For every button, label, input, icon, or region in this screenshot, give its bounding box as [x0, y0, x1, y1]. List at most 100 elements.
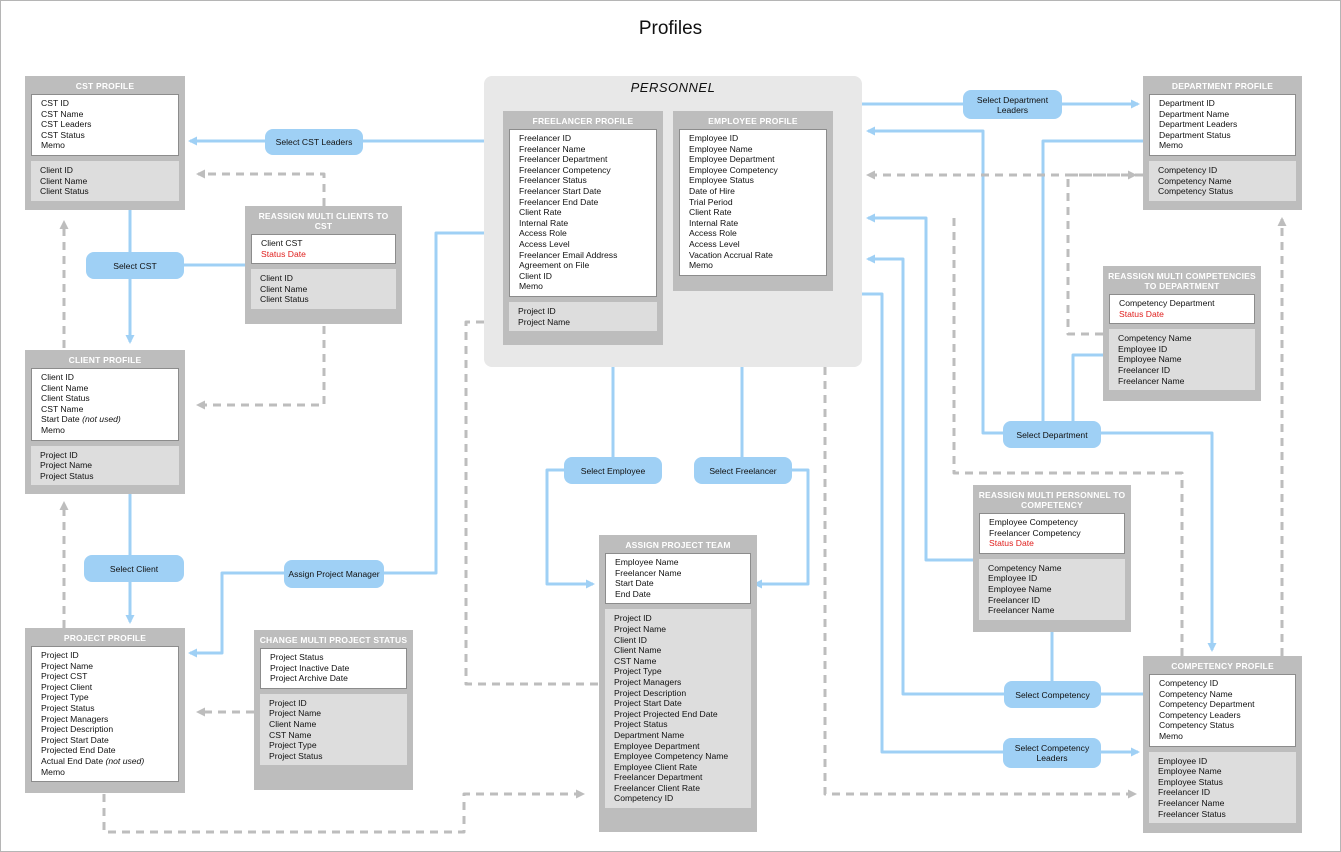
assign-project-team-title: ASSIGN PROJECT TEAM: [625, 540, 731, 550]
field: Freelancer Status: [519, 175, 587, 186]
field: Client Name: [614, 645, 662, 656]
project-profile-box: PROJECT PROFILE Project ID Project Name …: [25, 628, 185, 793]
field: Employee Competency: [989, 517, 1078, 527]
field: Access Level: [689, 238, 740, 249]
field: Project Managers: [614, 676, 682, 687]
field: Employee Status: [1158, 776, 1223, 787]
department-profile-title: DEPARTMENT PROFILE: [1171, 81, 1274, 91]
field: Project Type: [269, 740, 317, 751]
field: Projected End Date: [41, 745, 116, 756]
field-note: (not used): [82, 414, 121, 425]
competency-profile-box: COMPETENCY PROFILE Competency ID Compete…: [1143, 656, 1302, 833]
field: Department Status: [1159, 129, 1231, 140]
project-profile-title: PROJECT PROFILE: [63, 633, 147, 643]
field: Client ID: [519, 270, 552, 281]
field: Project Description: [41, 724, 114, 735]
field: Employee Name: [615, 557, 679, 567]
reassign-clients-box: REASSIGN MULTI CLIENTS TO CST Client CST…: [245, 206, 402, 324]
field: Project Archive Date: [270, 673, 348, 684]
client-profile-related: Project ID Project Name Project Status: [31, 445, 179, 486]
field: Memo: [41, 424, 65, 435]
field: Competency ID: [614, 793, 674, 804]
field: Project Status: [614, 719, 668, 730]
dash-reassign-comp-to-department: [1066, 170, 1137, 336]
assign-project-team-box: ASSIGN PROJECT TEAM Employee Name Freela…: [599, 535, 757, 832]
assign-project-manager-action: Assign Project Manager: [284, 560, 384, 588]
personnel-title: PERSONNEL: [630, 80, 716, 95]
field: Project Start Date: [614, 698, 682, 709]
cst-profile-related: Client ID Client Name Client Status: [31, 160, 179, 201]
field: Employee Name: [1118, 354, 1182, 365]
field: Project Inactive Date: [270, 662, 350, 673]
field: Freelancer Name: [519, 143, 586, 154]
field: Internal Rate: [519, 217, 569, 228]
field: Project ID: [614, 613, 652, 624]
field: Freelancer Department: [519, 154, 608, 165]
field-status-date: Status Date: [1119, 308, 1164, 319]
page-title: Profiles: [638, 18, 703, 39]
field: Client Rate: [519, 207, 562, 218]
field-note: (not used): [105, 755, 145, 766]
client-profile-fields: Client ID Client Name Client Status CST …: [31, 368, 179, 441]
field: Freelancer ID: [1118, 364, 1171, 375]
employee-profile-box: EMPLOYEE PROFILE Employee ID Employee Na…: [673, 111, 833, 291]
field: Client ID: [614, 634, 647, 645]
dash-team-to-personnel: [464, 317, 598, 686]
competency-profile-fields: Competency ID Competency Name Competency…: [1149, 674, 1296, 747]
field: Project Name: [269, 708, 322, 719]
field-start-date: Start Date (not used): [41, 414, 170, 425]
change-project-status-box: CHANGE MULTI PROJECT STATUS Project Stat…: [254, 630, 413, 790]
line-select-department-to-personnel: [866, 126, 1003, 435]
field-actual-end-date: Actual End Date (not used): [41, 756, 170, 767]
field: Internal Rate: [689, 217, 739, 228]
field: Project Status: [270, 652, 324, 662]
select-client-action: Select Client: [84, 555, 184, 582]
field: Employee ID: [689, 133, 739, 143]
assign-project-team-related: Project ID Project Name Client ID Client…: [605, 609, 751, 809]
field: Project ID: [41, 650, 79, 660]
field: Competency Name: [988, 562, 1062, 573]
competency-profile-title: COMPETENCY PROFILE: [1171, 661, 1274, 671]
field: Project ID: [518, 305, 556, 316]
field: Access Role: [689, 228, 737, 239]
reassign-personnel-title: REASSIGN MULTI PERSONNEL TO COMPETENCY: [978, 490, 1126, 510]
field: Freelancer Name: [988, 605, 1055, 616]
field: CST Status: [41, 129, 85, 140]
line-select-department-to-competency: [1101, 431, 1217, 652]
field: Project Type: [614, 666, 662, 677]
field: Project Name: [518, 316, 571, 327]
reassign-personnel-related: Competency Name Employee ID Employee Nam…: [979, 558, 1125, 620]
field: Freelancer Department: [614, 772, 703, 783]
field: Project Status: [40, 470, 94, 481]
dash-competency-to-personnel-loop: [952, 218, 1184, 656]
freelancer-profile-fields: Freelancer ID Freelancer Name Freelancer…: [509, 129, 657, 297]
field: Memo: [41, 140, 65, 151]
field: Project Managers: [41, 713, 109, 724]
field: Competency ID: [1158, 164, 1218, 175]
field: Competency Department: [1159, 699, 1255, 710]
reassign-clients-title: REASSIGN MULTI CLIENTS TO CST: [258, 211, 389, 231]
field: CST Leaders: [41, 119, 92, 130]
field: Project Projected End Date: [614, 708, 718, 719]
field: Employee Competency Name: [614, 751, 729, 762]
field: Client Rate: [689, 207, 732, 218]
field: Project Status: [269, 750, 323, 761]
employee-profile-fields: Employee ID Employee Name Employee Depar…: [679, 129, 827, 276]
reassign-competencies-title: REASSIGN MULTI COMPETENCIES TO DEPARTMEN…: [1108, 271, 1256, 291]
field: CST Name: [41, 108, 84, 119]
field: CST Name: [614, 655, 657, 666]
dash-personnel-to-competency: [823, 367, 1137, 799]
field: Department Name: [1159, 108, 1230, 119]
select-competency-leaders-action: Select Competency Leaders: [1003, 738, 1101, 768]
field: Employee Competency: [689, 164, 778, 175]
field: Vacation Accrual Rate: [689, 249, 773, 260]
field: Freelancer ID: [1158, 787, 1211, 798]
field: Employee Name: [988, 583, 1052, 594]
field: Project Start Date: [41, 734, 109, 745]
field: Freelancer End Date: [519, 196, 599, 207]
field: Project Status: [41, 702, 95, 713]
field: Client Status: [40, 186, 89, 197]
project-profile-fields: Project ID Project Name Project CST Proj…: [31, 646, 179, 783]
field-status-date: Status Date: [989, 538, 1034, 549]
field: Client CST: [261, 238, 303, 248]
